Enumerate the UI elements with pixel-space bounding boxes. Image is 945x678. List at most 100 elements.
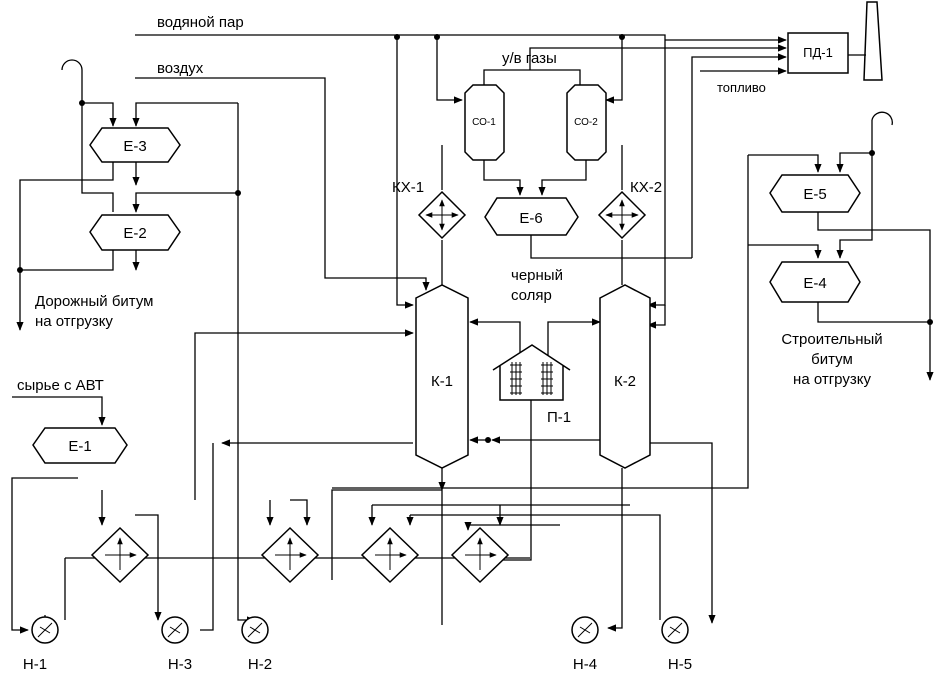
e3-vent-hook [61, 59, 83, 103]
label-construction-bitumen: Строительный битум на отгрузку [781, 331, 882, 388]
cooler-kx2-label: КХ-2 [630, 179, 662, 196]
label-black-solar: черный соляр [511, 267, 563, 304]
label-line: битум [811, 351, 853, 368]
pipelines [11, 34, 934, 634]
steam-line [135, 34, 666, 309]
label-air: воздух [157, 60, 204, 77]
tank-e6-shape [484, 197, 579, 236]
tank-e4-label: Е-4 [803, 275, 826, 292]
furnace-p1-label: П-1 [547, 409, 571, 426]
loop-to-e5 [331, 489, 442, 580]
label-line: Дорожный битум [35, 293, 153, 310]
pump-n4-shape [571, 616, 599, 644]
k1-to-p1 [469, 318, 521, 355]
column-co2-shape [566, 84, 607, 161]
hx2-stubs-b [290, 499, 311, 526]
steam-to-co1 [436, 37, 463, 104]
flue-gas-line [529, 44, 787, 70]
tank-e1-label: Е-1 [68, 438, 91, 455]
cooler-kx1-label: КХ-1 [392, 179, 424, 196]
p1-bottom [500, 400, 532, 561]
pump-n5-label: Н-5 [668, 656, 692, 673]
labels: водяной пар воздух у/в газы топливо черн… [17, 14, 883, 673]
tank-e6-label: Е-6 [519, 210, 542, 227]
chimney [863, 1, 883, 81]
feed-line [12, 396, 106, 426]
e2-vent [81, 103, 114, 212]
equipment [31, 1, 883, 644]
hx-loop-2 [410, 514, 661, 620]
tank-e5-shape [769, 174, 861, 213]
e5-vent-hook [871, 111, 893, 126]
tank-e3-label: Е-3 [123, 138, 146, 155]
label-line: на отгрузку [793, 371, 871, 388]
flue-gas-co1 [483, 69, 581, 93]
k2-side-out [648, 442, 716, 624]
label-line: соляр [511, 287, 552, 304]
e3-recycle [16, 162, 114, 331]
label-line: Строительный [781, 331, 882, 348]
column-co1-label: СО-1 [472, 117, 496, 128]
pump-n3-label: Н-3 [168, 656, 192, 673]
e4-in [748, 244, 822, 259]
column-co2-label: СО-2 [574, 117, 598, 128]
label-fuel: топливо [717, 80, 766, 95]
tank-e5-label: Е-5 [803, 186, 826, 203]
tank-e3-shape [89, 127, 181, 163]
steam-to-k1 [396, 37, 414, 309]
label-line: черный [511, 267, 563, 284]
column-co1-shape [464, 84, 505, 161]
k1-recycle-a [200, 443, 214, 631]
p1-to-k2 [547, 318, 601, 355]
label-line: на отгрузку [35, 313, 113, 330]
e4-bottom [817, 300, 930, 323]
e4-top [836, 153, 873, 259]
e5-top [836, 152, 872, 173]
pump-n5-shape [661, 616, 689, 644]
heat-exchanger-4 [450, 526, 510, 584]
column-k1-shape [415, 284, 469, 469]
e3-feed [132, 102, 238, 127]
cooler-kx2-shape [597, 190, 647, 240]
pump-n1-shape [31, 616, 59, 644]
co1-to-e6 [483, 160, 524, 196]
cooler-kx1-shape [417, 190, 467, 240]
k2-bottom [607, 468, 623, 632]
heat-exchanger-3 [360, 526, 420, 584]
k2-side [647, 305, 666, 329]
e1-to-n1 [11, 477, 78, 634]
heat-exchanger-2 [260, 526, 320, 584]
e5-in [748, 154, 822, 173]
air-line [135, 77, 430, 291]
furnace-pd1-shape [787, 32, 849, 74]
column-k2-label: К-2 [614, 373, 636, 390]
e2-feed-vertical [237, 103, 256, 624]
tank-e2-label: Е-2 [123, 225, 146, 242]
e3-in [82, 102, 117, 127]
pump-n3-shape [161, 616, 189, 644]
pump-n4-label: Н-4 [573, 656, 597, 673]
tank-e2-shape [89, 214, 181, 251]
column-k2-shape [599, 284, 651, 469]
furnace-p1-shape [492, 344, 571, 401]
hx1-stubs-b [135, 514, 162, 621]
e6-out [530, 235, 692, 259]
tank-e4-shape [769, 261, 861, 303]
steam-to-co2 [605, 37, 623, 104]
furnace-pd1-label: ПД-1 [803, 45, 833, 60]
pump-n2-shape [241, 616, 269, 644]
co2-to-e6 [538, 160, 587, 196]
e2-recycle [20, 250, 114, 271]
e5-bottom [817, 212, 934, 381]
label-feed: сырье с АВТ [17, 377, 104, 394]
e2-feed [132, 192, 238, 213]
e6-to-pd1 [691, 53, 787, 258]
tank-e1-shape [32, 427, 128, 464]
heat-exchanger-1 [90, 526, 150, 584]
bottom-to-e5 [332, 155, 749, 489]
label-steam: водяной пар [157, 14, 244, 31]
pump-n2-label: Н-2 [248, 656, 272, 673]
k1-inlet [194, 329, 414, 500]
column-k1-label: К-1 [431, 373, 453, 390]
